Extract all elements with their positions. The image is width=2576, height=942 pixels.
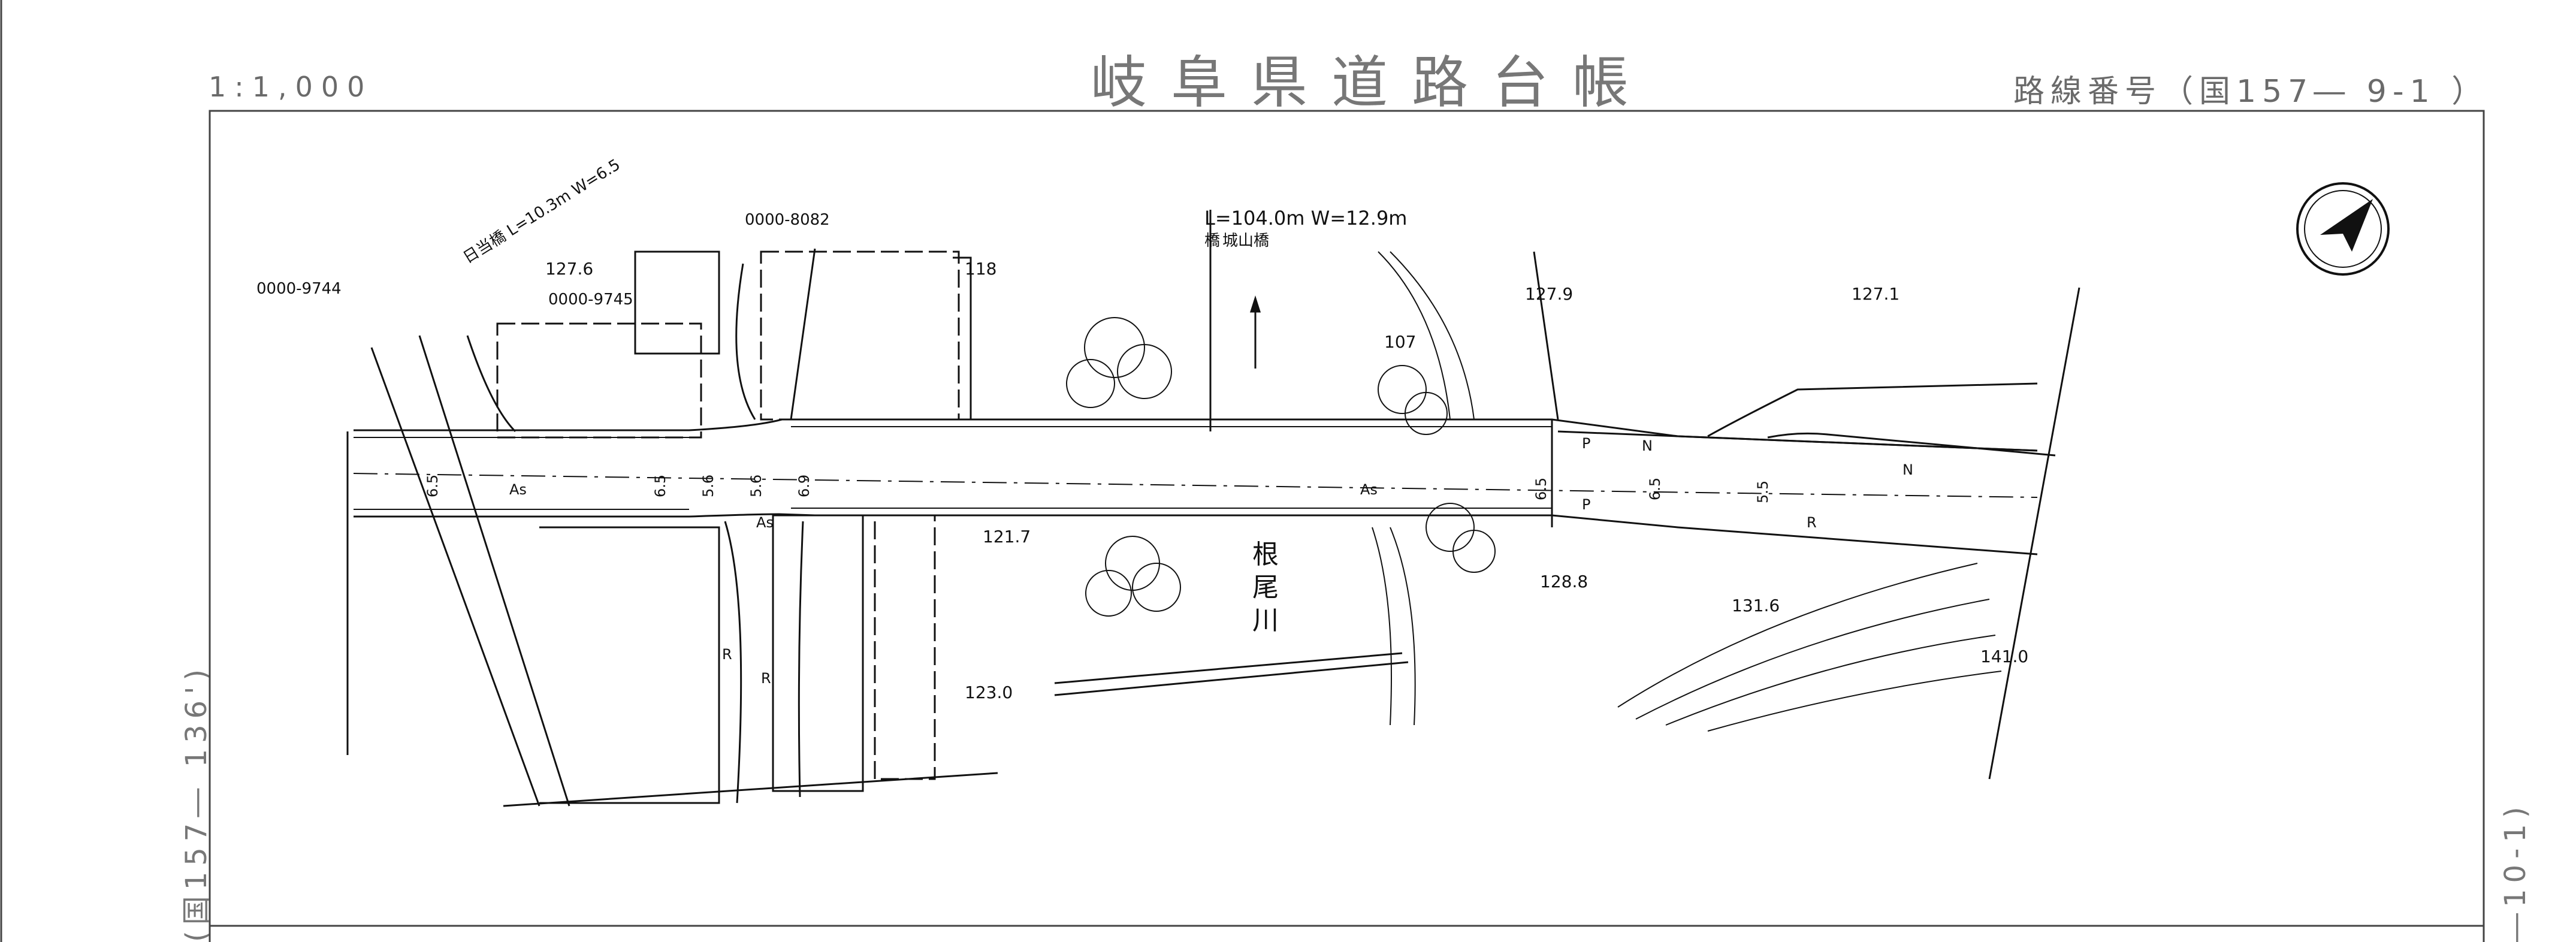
river-name-1: 根 <box>1252 539 1279 570</box>
elevation-label: 118 <box>965 259 996 279</box>
width-label: 6.5 <box>652 475 669 497</box>
elevation-label: 123.0 <box>965 683 1013 702</box>
lane-mark: R <box>722 646 732 663</box>
lane-mark: N <box>1902 461 1913 478</box>
elevation-label: 121.7 <box>983 527 1031 547</box>
elevation-label: 141.0 <box>1980 647 2028 666</box>
width-label: 6.5 <box>1647 478 1663 500</box>
north-arrow-icon <box>2296 182 2390 276</box>
lane-mark: P <box>1582 496 1590 513</box>
elevation-label: 128.8 <box>1540 572 1588 591</box>
river-name-2: 尾 <box>1252 572 1279 603</box>
width-label: 5.6 <box>700 475 717 497</box>
elevation-label: 127.1 <box>1852 284 1899 304</box>
elevation-label: 127.6 <box>545 259 593 279</box>
code-label: 0000-9745 <box>548 291 633 309</box>
page-title: 岐阜県道路台帳 <box>1091 50 1653 116</box>
elevation-label: 107 <box>1384 332 1416 352</box>
vegetation <box>1066 317 1496 617</box>
elevation-label: 127.9 <box>1525 284 1573 304</box>
bridge-prefix: 橋 <box>1204 232 1220 250</box>
route-number: 路線番号（国157― 9-1 ） <box>2013 74 2489 110</box>
surface-mark: As <box>1360 481 1378 498</box>
width-label: 6.5 <box>424 475 441 497</box>
elevation-label: 131.6 <box>1732 596 1780 615</box>
lane-mark: R <box>761 670 771 687</box>
code-label: 0000-8082 <box>745 211 830 229</box>
code-label: 0000-9744 <box>256 280 342 298</box>
lane-mark: P <box>1582 435 1590 452</box>
width-label: 6.5 <box>1533 478 1550 500</box>
road-linework <box>346 210 2080 807</box>
surface-mark: As <box>756 514 774 531</box>
bridge-label: L=104.0m W=12.9m <box>1204 207 1407 230</box>
width-label: 5.6 <box>748 475 765 497</box>
lane-mark: R <box>1807 514 1817 531</box>
width-label: 5.5 <box>1754 481 1771 503</box>
map-frame <box>209 110 2485 942</box>
lane-mark: N <box>1642 437 1653 454</box>
scale-label: 1:1,000 <box>209 71 373 103</box>
river-name-3: 川 <box>1252 605 1279 636</box>
bridge-name: 城山橋 <box>1222 232 1269 250</box>
surface-mark: As <box>509 481 527 498</box>
map-labels: L=104.0m W=12.9m 橋 城山橋 日当橋 L=10.3m W=6.5… <box>256 156 2028 702</box>
width-label: 6.9 <box>796 475 813 497</box>
side-bridge-label: 日当橋 L=10.3m W=6.5 <box>460 156 624 267</box>
